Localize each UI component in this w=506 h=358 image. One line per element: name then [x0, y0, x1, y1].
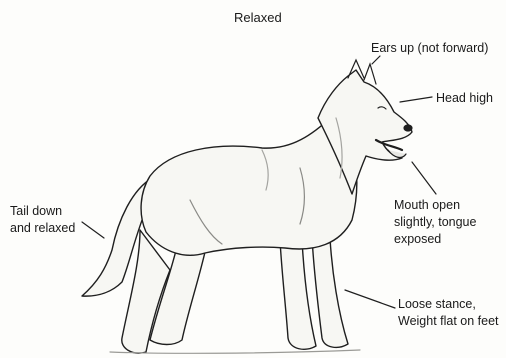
- dog-body: [141, 112, 357, 255]
- head-leader-line: [400, 97, 432, 102]
- label-ears: Ears up (not forward): [371, 40, 488, 57]
- label-head: Head high: [436, 90, 493, 107]
- ground-line: [110, 350, 360, 353]
- label-mouth: Mouth open slightly, tongue exposed: [394, 197, 476, 248]
- ears-leader-line: [372, 56, 380, 64]
- tail-leader-line: [82, 222, 104, 238]
- dog-nose: [404, 125, 412, 131]
- dog-ear-right: [364, 64, 376, 84]
- mouth-leader-line: [412, 162, 436, 194]
- dog-front-leg-far: [312, 238, 348, 347]
- dog-front-leg-near: [280, 240, 316, 349]
- label-stance: Loose stance, Weight flat on feet: [398, 296, 499, 330]
- label-tail: Tail down and relaxed: [10, 203, 75, 237]
- stance-leader-line: [345, 290, 395, 308]
